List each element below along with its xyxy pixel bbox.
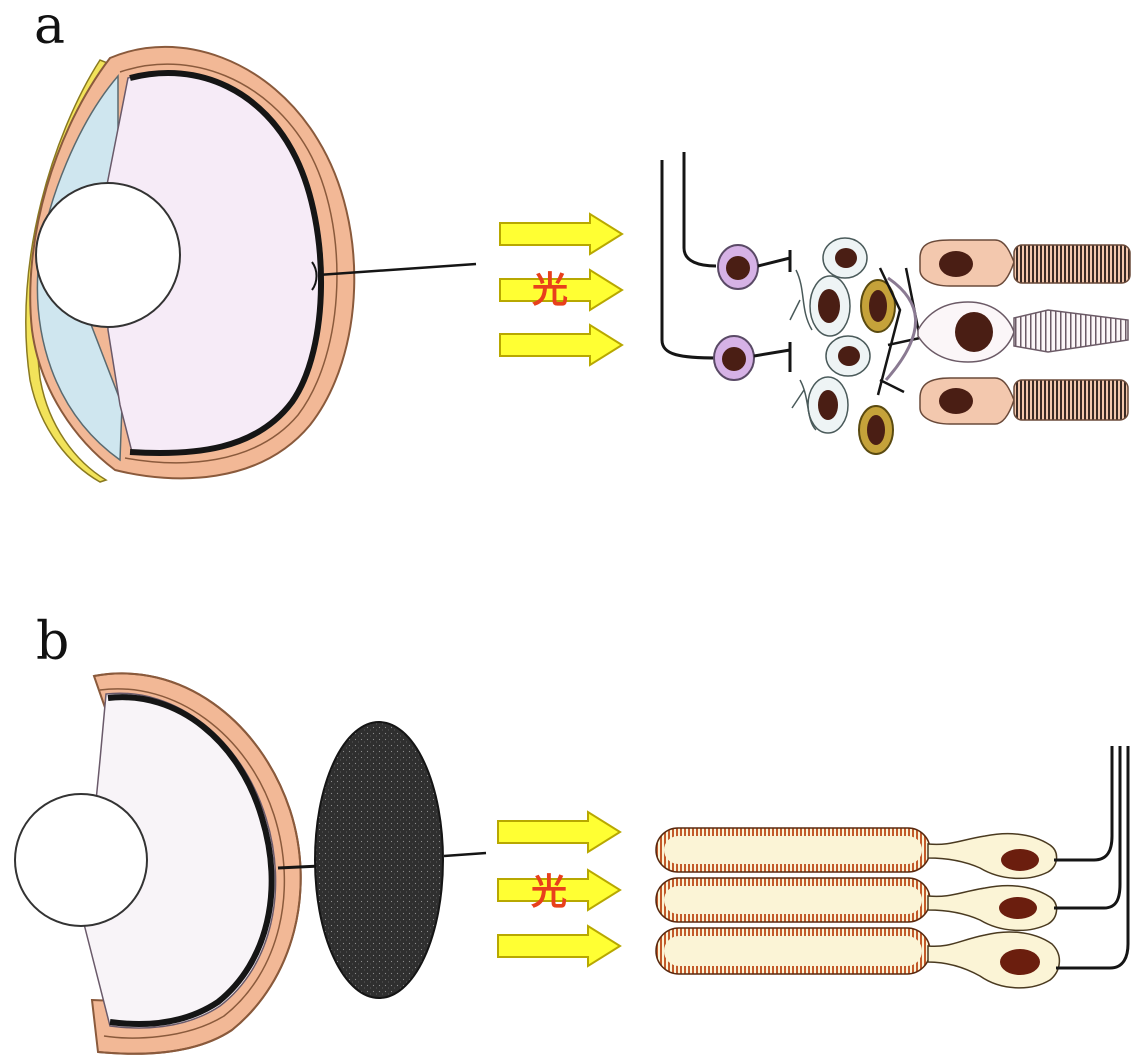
light-label-b: 光 xyxy=(531,872,567,913)
lens xyxy=(36,183,180,327)
vertebrate-eye-icon xyxy=(26,47,476,482)
light-arrow-icon xyxy=(498,926,620,966)
cephalopod-retina-cells xyxy=(656,746,1128,988)
cephalopod-photoreceptor xyxy=(656,746,1112,878)
optic-ganglion xyxy=(315,722,443,998)
light-arrow-icon xyxy=(498,812,620,852)
cone-photoreceptor xyxy=(920,240,1130,286)
light-label-a: 光 xyxy=(532,270,568,311)
rod-photoreceptor xyxy=(918,302,1128,362)
vertebrate-retina-cells xyxy=(662,152,1130,454)
cone-photoreceptor xyxy=(920,378,1128,424)
cephalopod-eye-icon xyxy=(15,673,320,1053)
light-arrow-icon xyxy=(500,214,622,254)
light-arrow-icon xyxy=(500,325,622,365)
optic-nerve-b xyxy=(444,853,486,856)
